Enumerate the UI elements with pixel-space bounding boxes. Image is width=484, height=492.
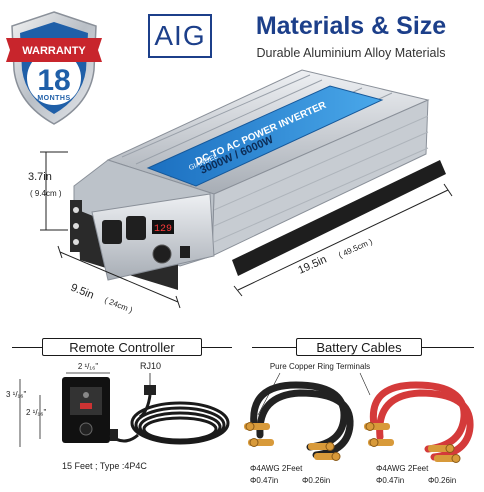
height-dimension: 3.7in <box>28 171 52 183</box>
red-cable-spec: Φ4AWG 2Feet <box>376 464 429 473</box>
depth-dimension: 9.5in <box>69 282 96 302</box>
black-cable-spec: Φ4AWG 2Feet <box>250 464 303 473</box>
ac-outlet <box>102 220 122 244</box>
blue-label-panel <box>146 85 384 187</box>
remote-controller-header: Remote Controller <box>42 338 202 356</box>
remote-height-label: 3 ¹/₁₆" <box>6 390 26 399</box>
remote-width-label: 2 ¹/₁₆" <box>78 362 98 371</box>
terminals-label: Pure Copper Ring Terminals <box>270 362 370 371</box>
inverter-illustration: DC TO AC POWER INVERTER 3000W / 6000W GI… <box>28 69 453 315</box>
battery-cables-header: Battery Cables <box>296 338 422 356</box>
warranty-badge: WARRANTY 18 MONTHS <box>6 11 102 125</box>
red-cable-d2: Φ0.26in <box>428 476 456 485</box>
remote-cable-spec: 15 Feet ; Type :4P4C <box>62 461 147 471</box>
black-cable-terminals <box>244 422 341 461</box>
remote-inner-label: 2 ¹/₁₆" <box>26 408 46 417</box>
red-cable-terminals <box>364 422 461 463</box>
red-cable-d1: Φ0.47in <box>376 476 404 485</box>
page-subtitle: Durable Aluminium Alloy Materials <box>256 46 446 60</box>
black-cable-d2: Φ0.26in <box>302 476 330 485</box>
warranty-label: WARRANTY <box>22 45 86 57</box>
page-title: Materials & Size <box>255 12 447 40</box>
warranty-months-unit: MONTHS <box>37 95 70 102</box>
black-cable-d1: Φ0.47in <box>250 476 278 485</box>
remote-controller-illustration: 2 ¹/₁₆" 3 ¹/₁₆" 2 ¹/₁₆" RJ10 15 Feet ; T… <box>6 361 230 471</box>
ac-outlet <box>126 216 146 240</box>
battery-cables-illustration: Pure Copper Ring Terminals Φ4AWG 2Feet Φ… <box>244 362 474 485</box>
rj10-label: RJ10 <box>140 361 161 371</box>
height-dimension-cm: ( 9.4cm ) <box>30 189 62 198</box>
warranty-months-number: 18 <box>37 64 70 97</box>
length-dimension: 19.5in <box>296 254 328 277</box>
led-display: 129 <box>154 224 172 235</box>
depth-dimension-cm: ( 24cm ) <box>103 296 134 315</box>
power-switch <box>152 244 172 264</box>
brand-logo: AIG <box>148 14 212 58</box>
